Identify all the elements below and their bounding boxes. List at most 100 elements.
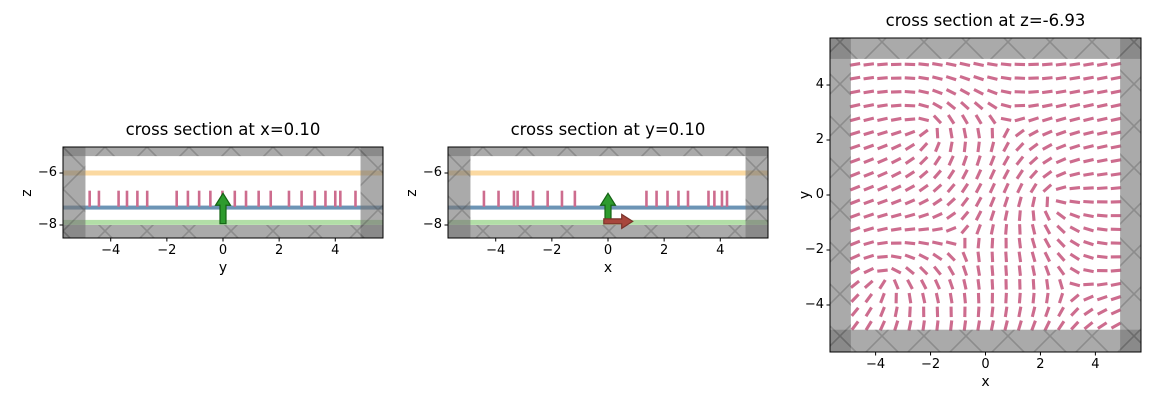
director-segment <box>1044 265 1051 277</box>
director-segment <box>975 168 983 180</box>
director-segment <box>1055 199 1067 205</box>
up-arrow <box>214 192 232 225</box>
director-segment <box>1110 308 1122 316</box>
director-segment <box>945 75 957 82</box>
director-segment <box>863 62 875 67</box>
x-tick-label: 2 <box>274 243 284 258</box>
director-segment <box>849 226 861 233</box>
director-segment <box>976 265 982 277</box>
director-segment <box>877 170 888 178</box>
director-segment <box>960 224 970 235</box>
director-segment <box>962 127 968 139</box>
director-segment <box>945 61 957 67</box>
x-tick-label: −4 <box>101 243 121 258</box>
director-segment <box>1028 129 1039 137</box>
director-segment <box>863 143 875 151</box>
director-segment <box>1096 172 1108 177</box>
director-segment <box>1015 155 1025 166</box>
director-segment <box>1042 156 1053 165</box>
director-segment <box>1041 103 1053 109</box>
director-segment <box>904 76 916 81</box>
director-segment <box>904 253 916 261</box>
director-segment <box>863 184 875 192</box>
director-segment <box>1069 186 1081 191</box>
director-segment <box>892 278 900 290</box>
director-segment <box>904 142 916 151</box>
director-segment <box>960 196 970 207</box>
director-segment <box>893 320 900 332</box>
director-segment <box>1070 307 1080 317</box>
director-segment <box>1017 306 1023 318</box>
director-segment <box>988 182 996 194</box>
director-segment <box>974 210 983 221</box>
director-segment <box>945 240 957 246</box>
director-segment <box>960 114 969 125</box>
director-segment <box>1096 213 1108 218</box>
director-segment <box>877 157 888 165</box>
director-segment <box>990 237 995 249</box>
director-segment <box>918 169 929 179</box>
director-segment <box>1002 141 1010 153</box>
director-segment <box>1110 75 1122 81</box>
director-segment <box>1070 320 1080 331</box>
director-segment <box>1055 211 1067 220</box>
director-segment <box>849 239 861 247</box>
cross_section_at_y-axes <box>444 146 769 242</box>
x-axis-label-panel0: y <box>218 260 228 276</box>
boundary-band-hatch <box>830 38 1141 59</box>
director-segment <box>1030 237 1037 249</box>
director-segment <box>948 127 954 139</box>
director-segment <box>877 226 888 233</box>
director-segment <box>918 116 930 123</box>
director-segment <box>890 103 902 108</box>
director-segment <box>1097 321 1108 330</box>
x-axis-label-panel2: x <box>981 374 990 390</box>
director-segment <box>973 88 984 96</box>
director-segment <box>849 75 861 81</box>
director-segment <box>906 279 914 290</box>
director-segment <box>877 212 888 219</box>
director-segment <box>1069 266 1081 275</box>
director-segment <box>863 240 875 247</box>
director-segment <box>1083 213 1094 219</box>
director-segment <box>1056 320 1066 331</box>
director-segment <box>961 155 969 167</box>
director-segment <box>904 198 916 206</box>
director-segment <box>921 320 926 331</box>
director-segment <box>877 143 888 151</box>
director-segment <box>918 253 930 261</box>
director-segment <box>1029 182 1038 194</box>
director-segment <box>1041 76 1053 81</box>
director-segment <box>1110 295 1122 302</box>
boundary-band-hatch <box>360 147 383 238</box>
director-segment <box>988 114 997 125</box>
x-tick-label: −4 <box>486 243 506 258</box>
director-segment <box>1055 185 1067 192</box>
director-segment <box>1055 143 1067 151</box>
director-segment <box>1002 182 1010 194</box>
boundary-band-hatch <box>830 329 1141 352</box>
director-segment <box>877 103 888 108</box>
director-segment <box>1096 103 1108 109</box>
director-segment <box>946 252 956 262</box>
director-segment <box>849 212 861 219</box>
director-segment <box>961 251 969 263</box>
director-segment <box>976 278 981 290</box>
director-segment <box>1031 265 1037 277</box>
director-segment <box>1028 116 1040 123</box>
director-segment <box>962 292 967 304</box>
director-segment <box>973 101 984 111</box>
boundary-band-hatch <box>448 147 471 238</box>
director-segment <box>1096 227 1108 232</box>
director-segment <box>1044 306 1051 318</box>
director-segment <box>989 141 996 153</box>
director-segment <box>904 266 915 276</box>
director-segment <box>946 169 956 180</box>
director-segment <box>1031 292 1036 304</box>
director-segment <box>1030 320 1037 332</box>
director-segment <box>1110 116 1122 122</box>
director-segment <box>877 62 888 67</box>
director-segment <box>1028 155 1039 166</box>
director-segment <box>1096 254 1108 259</box>
director-segment <box>1041 143 1053 151</box>
